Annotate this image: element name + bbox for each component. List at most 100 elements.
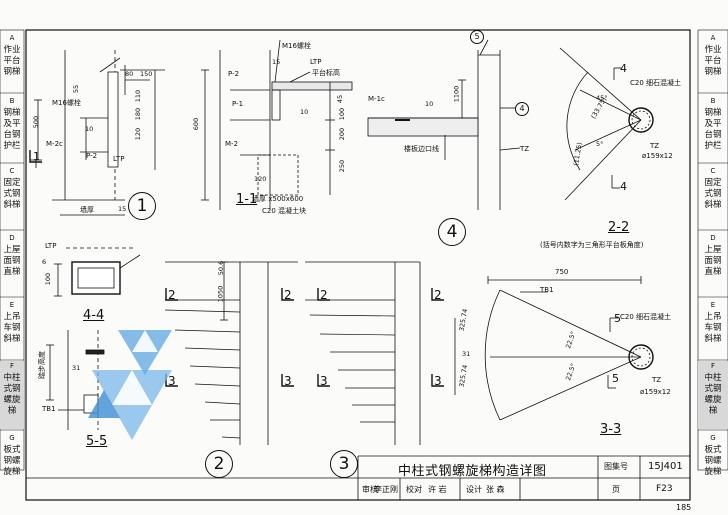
checker-name: 许 岩 [428, 485, 447, 494]
sidebar-tab-a[interactable]: A 作业平台钢梯 [3, 34, 21, 77]
reference-4: 4 [515, 102, 529, 116]
wall-thickness-label: 墙厚 [80, 206, 94, 214]
detail-3-lines [305, 261, 421, 445]
dim-1050: 1050 [216, 285, 225, 303]
sidebar-tab-c[interactable]: C 固定式钢斜梯 [3, 167, 21, 210]
dim-600: 600 [192, 117, 201, 131]
dim-55: 55 [72, 84, 81, 94]
dim-120: 120 [134, 127, 143, 141]
reviewer-name: 李正刚 [374, 485, 398, 494]
detail-1-lines [30, 50, 165, 216]
watermark-logo [88, 330, 172, 440]
wall-dimension-label: 墙厚 x500x600 [252, 195, 304, 203]
review-label: 审核 [362, 485, 378, 494]
section-label-4-4: 4-4 [83, 308, 105, 323]
sidebar-tab-g[interactable]: G 板式钢螺旋梯 [3, 434, 21, 477]
designer-name: 张 森 [486, 485, 505, 494]
p2-label: P-2 [86, 152, 98, 160]
step-height-label: 踏步高度 [38, 351, 46, 379]
angle-45: 45° [596, 94, 608, 102]
m1c-label: M-1c [368, 95, 385, 103]
dim-31: 31 [72, 364, 81, 372]
detail-number-2: 2 [205, 450, 233, 478]
dim-10: 10 [425, 100, 434, 108]
pipe-size-label: ø159x12 [640, 388, 671, 396]
sidebar-tab-a[interactable]: A 作业平台钢梯 [704, 34, 722, 77]
sidebar-tab-e[interactable]: E 上吊车钢斜梯 [3, 301, 21, 344]
dim-180: 180 [134, 107, 143, 121]
angle-5: 5° [596, 140, 604, 148]
atlas-number: 15J401 [648, 461, 683, 472]
dim-150: 150 [140, 70, 153, 78]
detail-2-lines [164, 261, 298, 445]
section-marker-5-bottom: 5 [612, 372, 619, 385]
p1-label: P-1 [232, 100, 244, 108]
sidebar-tab-d[interactable]: D 上屋面钢直梯 [3, 234, 21, 277]
dim-80: 80 [125, 70, 134, 78]
cut-mark-3-right: 3 [434, 374, 442, 388]
dim-15: 15 [118, 205, 127, 213]
section-marker-5-top: 5 [614, 312, 621, 325]
slab-edge-label: 楼板边口线 [404, 145, 439, 153]
cut-mark-2-left: 2 [320, 288, 328, 302]
design-label: 设计 [466, 485, 482, 494]
pipe-size-label: ø159x12 [642, 152, 673, 160]
dim-750: 750 [555, 268, 569, 276]
dim-10: 10 [85, 125, 94, 133]
sidebar-tab-f[interactable]: F 中柱式钢螺旋梯 [0, 361, 24, 429]
page-number: 185 [676, 503, 692, 512]
cut-mark-2-left: 2 [168, 288, 176, 302]
section-label-2-2: 2-2 [608, 220, 630, 235]
tz-label: TZ [652, 376, 662, 384]
dim-100: 100 [44, 272, 53, 286]
frame-border [25, 29, 691, 501]
detail-number-3: 3 [330, 450, 358, 478]
detail-number-4: 4 [438, 218, 466, 246]
dim-200: 200 [338, 127, 347, 141]
atlas-number-label: 图集号 [604, 462, 628, 471]
cut-mark-2-right: 2 [434, 288, 442, 302]
dim-6: 6 [42, 258, 47, 266]
page-code: F23 [656, 484, 673, 494]
dim-250: 250 [338, 159, 347, 173]
angle-note: (括号内数字为三角形平台板角度) [540, 241, 644, 249]
m2-label: M-2 [225, 140, 239, 148]
ltp-label: LTP [45, 242, 57, 250]
dim-120: 120 [254, 175, 267, 183]
detail-4-lines [367, 39, 521, 210]
sidebar-tab-e[interactable]: E 上吊车钢斜梯 [704, 301, 722, 344]
tb1-label: TB1 [42, 405, 56, 413]
section-1-1-lines [201, 39, 353, 210]
dim-1100: 1100 [452, 85, 461, 103]
page-label: 页 [612, 485, 620, 494]
section-marker-4-top: 4 [620, 62, 627, 75]
sidebar-tab-b[interactable]: B 钢梯及平台钢护栏 [704, 97, 722, 151]
sidebar-tab-d[interactable]: D 上屋面钢直梯 [704, 234, 722, 277]
section-2-2-lines [559, 47, 654, 201]
m16-bolt-label: M16螺栓 [52, 99, 81, 107]
concrete-block-label: C20 混凝土块 [262, 207, 307, 215]
detail-number-1: 1 [128, 192, 156, 220]
cut-mark-2-right: 2 [284, 288, 292, 302]
tz-label: TZ [520, 145, 530, 153]
cut-mark-3-right: 3 [284, 374, 292, 388]
section-marker-1: 1 [33, 150, 40, 163]
section-3-3-lines [454, 276, 654, 421]
m2c-label: M-2c [46, 140, 63, 148]
section-label-5-5: 5-5 [86, 434, 108, 449]
dim-110: 110 [134, 89, 143, 103]
concrete-fill-label: C20 细石混凝土 [620, 313, 672, 321]
tz-label: TZ [650, 142, 660, 150]
sidebar-tab-c[interactable]: C 固定式钢斜梯 [704, 167, 722, 210]
section-4-4-lines [54, 247, 141, 297]
sidebar-tab-b[interactable]: B 钢梯及平台钢护栏 [3, 97, 21, 151]
drawing-title: 中柱式钢螺旋梯构造详图 [398, 464, 547, 479]
dim-15: 15 [272, 58, 281, 66]
dim-31: 31 [462, 350, 471, 358]
sidebar-tab-f[interactable]: F 中柱式钢螺旋梯 [698, 361, 728, 429]
m16-bolt-label: M16螺栓 [282, 42, 311, 50]
sidebar-tab-g[interactable]: G 板式钢螺旋梯 [704, 434, 722, 477]
section-label-1-1: 1-1 [236, 192, 258, 207]
